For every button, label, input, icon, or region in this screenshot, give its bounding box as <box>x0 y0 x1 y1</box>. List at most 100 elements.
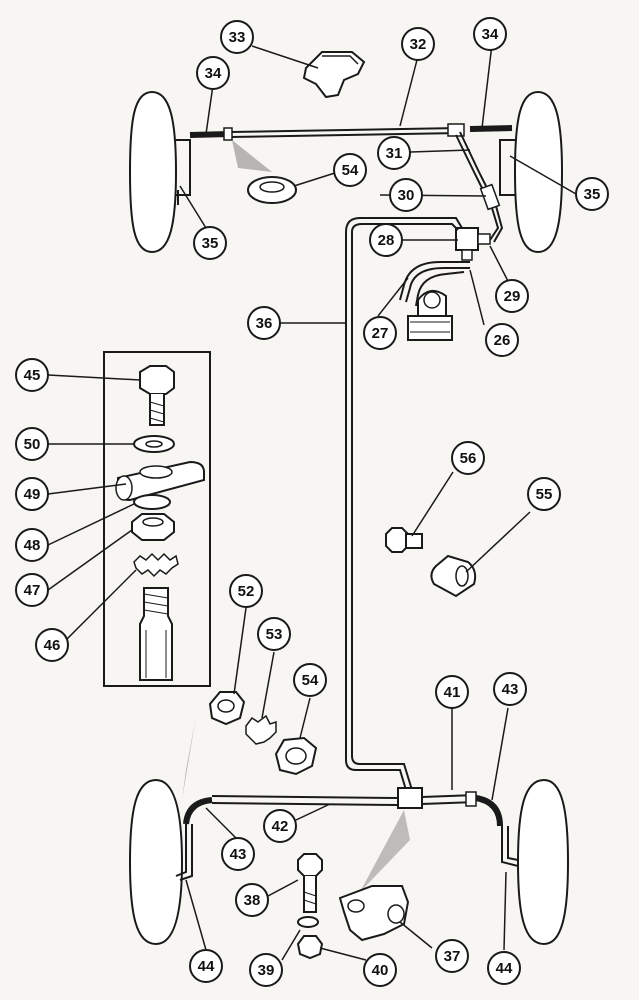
callout-c54a: 54 <box>333 153 367 187</box>
callout-label: 32 <box>410 36 427 53</box>
callout-label: 53 <box>266 626 283 643</box>
callout-label: 36 <box>256 315 273 332</box>
callout-circle <box>196 56 230 90</box>
callout-label: 34 <box>205 65 222 82</box>
banjo-bolt <box>139 365 175 395</box>
front-left-union <box>223 127 233 141</box>
callout-c49: 49 <box>15 477 49 511</box>
callout-label: 35 <box>202 235 219 252</box>
callout-c39: 39 <box>249 953 283 987</box>
callout-circle <box>249 953 283 987</box>
callout-circle <box>485 323 519 357</box>
main-pipe-36 <box>345 232 407 791</box>
callout-label: 30 <box>398 187 415 204</box>
locknut <box>131 513 175 541</box>
callout-label: 43 <box>230 846 247 863</box>
callout-c32: 32 <box>401 27 435 61</box>
rear-tee <box>397 787 423 809</box>
front-axle-group <box>128 51 564 341</box>
front-left-hub <box>176 139 191 196</box>
callout-label: 46 <box>44 637 61 654</box>
callout-label: 49 <box>24 486 41 503</box>
rear-axle-group <box>128 716 570 960</box>
callout-label: 38 <box>244 892 261 909</box>
callout-label: 34 <box>482 26 499 43</box>
callout-label: 35 <box>584 186 601 203</box>
callout-c41: 41 <box>435 675 469 709</box>
callout-circle <box>369 223 403 257</box>
lockwasher-53 <box>245 714 277 745</box>
callout-label: 40 <box>372 962 389 979</box>
bolt-38 <box>297 853 323 877</box>
callout-circle <box>189 949 223 983</box>
callout-circle <box>389 178 423 212</box>
callout-circle <box>35 628 69 662</box>
callout-c26: 26 <box>485 323 519 357</box>
four-way-union <box>455 227 479 251</box>
front-right-hub <box>499 139 515 196</box>
callout-circle <box>575 177 609 211</box>
front-left-wheel <box>128 90 178 254</box>
callout-label: 42 <box>272 818 289 835</box>
callout-circle <box>333 153 367 187</box>
callout-circle <box>435 675 469 709</box>
front-cross-pipe <box>229 127 461 133</box>
callout-label: 56 <box>460 450 477 467</box>
rear-shading-right <box>360 810 410 892</box>
callout-c43b: 43 <box>493 672 527 706</box>
callout-c34a: 34 <box>196 56 230 90</box>
callout-circle <box>495 279 529 313</box>
callout-c56: 56 <box>451 441 485 475</box>
callout-circle <box>527 477 561 511</box>
callout-c46: 46 <box>35 628 69 662</box>
callout-label: 44 <box>496 960 513 977</box>
front-shading <box>232 140 272 172</box>
callout-c45: 45 <box>15 358 49 392</box>
rear-shading-left <box>182 716 196 800</box>
washer-39 <box>297 916 319 928</box>
callout-label: 41 <box>444 684 461 701</box>
callout-label: 39 <box>258 962 275 979</box>
star-lockwasher <box>133 552 179 578</box>
callout-circle <box>220 20 254 54</box>
callout-circle <box>377 136 411 170</box>
callout-c34b: 34 <box>473 17 507 51</box>
callout-circle <box>235 883 269 917</box>
washer-lower <box>133 494 171 510</box>
callout-circle <box>257 617 291 651</box>
callout-circle <box>451 441 485 475</box>
callout-circle <box>15 427 49 461</box>
callout-label: 31 <box>386 145 403 162</box>
callout-c53: 53 <box>257 617 291 651</box>
callout-c35b: 35 <box>575 177 609 211</box>
callout-c50: 50 <box>15 427 49 461</box>
callout-c35a: 35 <box>193 226 227 260</box>
callout-circle <box>229 574 263 608</box>
callout-circle <box>15 477 49 511</box>
pipe-27 <box>415 271 465 307</box>
pipe-26 <box>399 261 470 301</box>
callout-circle <box>221 837 255 871</box>
callout-c40: 40 <box>363 953 397 987</box>
callout-circle <box>435 939 469 973</box>
callout-label: 26 <box>494 332 511 349</box>
leader-lines <box>47 43 577 961</box>
callout-c28: 28 <box>369 223 403 257</box>
front-right-flex-hose <box>469 125 513 132</box>
callout-label: 50 <box>24 436 41 453</box>
callout-label: 54 <box>342 162 359 179</box>
master-cylinder <box>407 289 453 341</box>
callout-label: 48 <box>24 537 41 554</box>
pipe-clip <box>302 51 366 99</box>
callout-label: 54 <box>302 672 319 689</box>
callout-label: 29 <box>504 288 521 305</box>
adapter-56 <box>385 527 423 553</box>
connector-30 <box>479 183 501 211</box>
callout-circle <box>193 226 227 260</box>
rear-right-cylinder-pipe <box>501 826 519 867</box>
callout-label: 28 <box>378 232 395 249</box>
callout-c44b: 44 <box>487 951 521 985</box>
